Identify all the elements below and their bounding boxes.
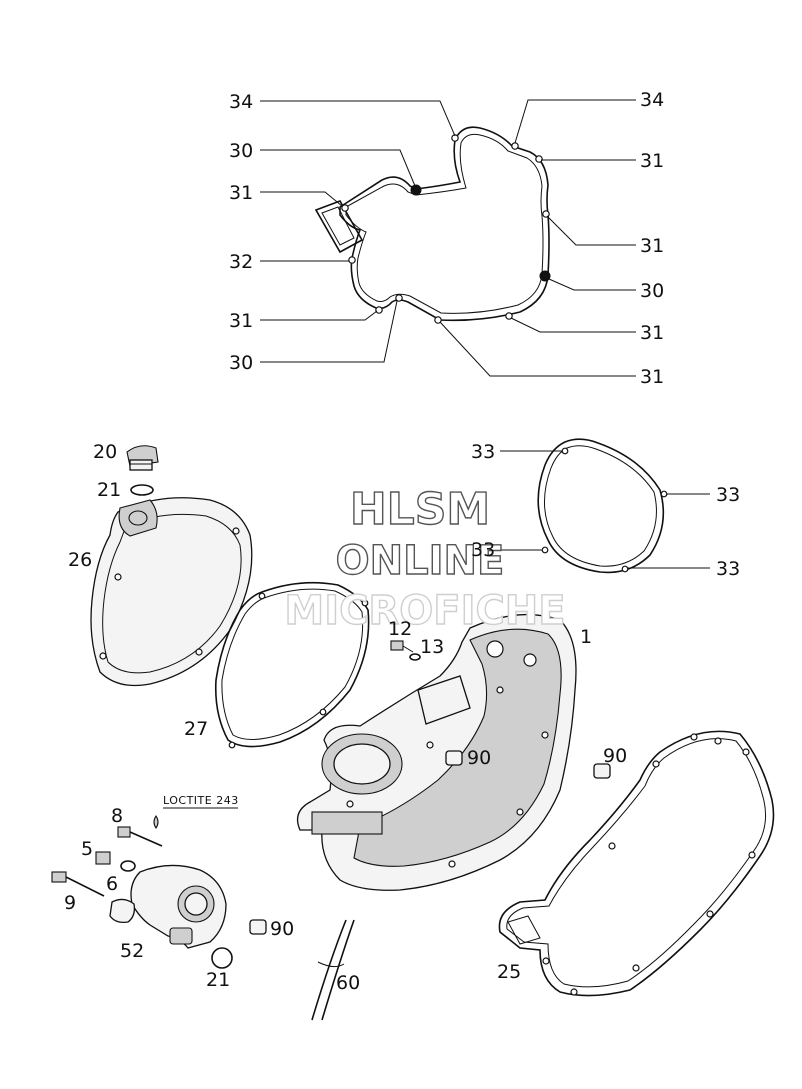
callout-31-right-mid: 31: [640, 235, 664, 257]
callout-60: 60: [336, 972, 360, 994]
callout-31-right-bottom: 31: [640, 366, 664, 388]
water-pump-cover: [109, 864, 233, 969]
callout-25: 25: [497, 961, 521, 983]
watermark: HLSM ONLINE MICROFICHE: [284, 483, 567, 634]
callout-30-bottom: 30: [229, 352, 253, 374]
callout-31-left-top: 31: [229, 182, 253, 204]
oil-filler-plug: [126, 445, 159, 496]
callout-30-right: 30: [640, 280, 664, 302]
clutch-cover-gasket: [500, 438, 710, 574]
upper-leaders: [260, 99, 636, 377]
callout-labels: 34 34 30 31 31 31 32 30 31 31 30 31 33 3…: [64, 89, 740, 994]
callout-5: 5: [81, 838, 93, 860]
watermark-line-3: MICROFICHE: [284, 588, 565, 634]
callout-33-top-left: 33: [471, 441, 495, 463]
callout-9: 9: [64, 892, 76, 914]
callout-33-right: 33: [716, 484, 740, 506]
callout-8: 8: [111, 805, 123, 827]
callout-21-top: 21: [97, 479, 121, 501]
callout-34-left: 34: [229, 91, 253, 113]
callout-12: 12: [388, 618, 412, 640]
upper-gasket: [314, 126, 551, 324]
callout-30-top: 30: [229, 140, 253, 162]
loctite-note: LOCTITE 243: [163, 794, 239, 807]
callout-33-bottom-right: 33: [716, 558, 740, 580]
callout-26: 26: [68, 549, 92, 571]
bolt-and-washer: [390, 640, 421, 661]
callout-31-right-low: 31: [640, 322, 664, 344]
callout-33-left: 33: [471, 539, 495, 561]
callout-13: 13: [420, 636, 444, 658]
watermark-line-1: HLSM: [350, 484, 490, 535]
callout-34-right: 34: [640, 89, 664, 111]
callout-31-left-bottom: 31: [229, 310, 253, 332]
dowel-sleeves: [249, 750, 611, 935]
callout-6: 6: [106, 873, 118, 895]
callout-20: 20: [93, 441, 117, 463]
callout-31-right-top: 31: [640, 150, 664, 172]
clutch-cover: [296, 613, 577, 891]
pump-bolts: [51, 815, 163, 897]
callout-52: 52: [120, 940, 144, 962]
callout-90-bottom: 90: [270, 918, 294, 940]
callout-27: 27: [184, 718, 208, 740]
clutch-cover-gasket-outer: [498, 730, 775, 997]
ignition-cover-gasket: [214, 581, 370, 749]
callout-32: 32: [229, 251, 253, 273]
bleed-hose: [311, 919, 355, 1021]
callout-21-bottom: 21: [206, 969, 230, 991]
watermark-line-2: ONLINE: [336, 538, 505, 584]
callout-90-center: 90: [467, 747, 491, 769]
callout-1: 1: [580, 626, 592, 648]
ignition-cover: [90, 497, 253, 687]
callout-90-right: 90: [603, 745, 627, 767]
